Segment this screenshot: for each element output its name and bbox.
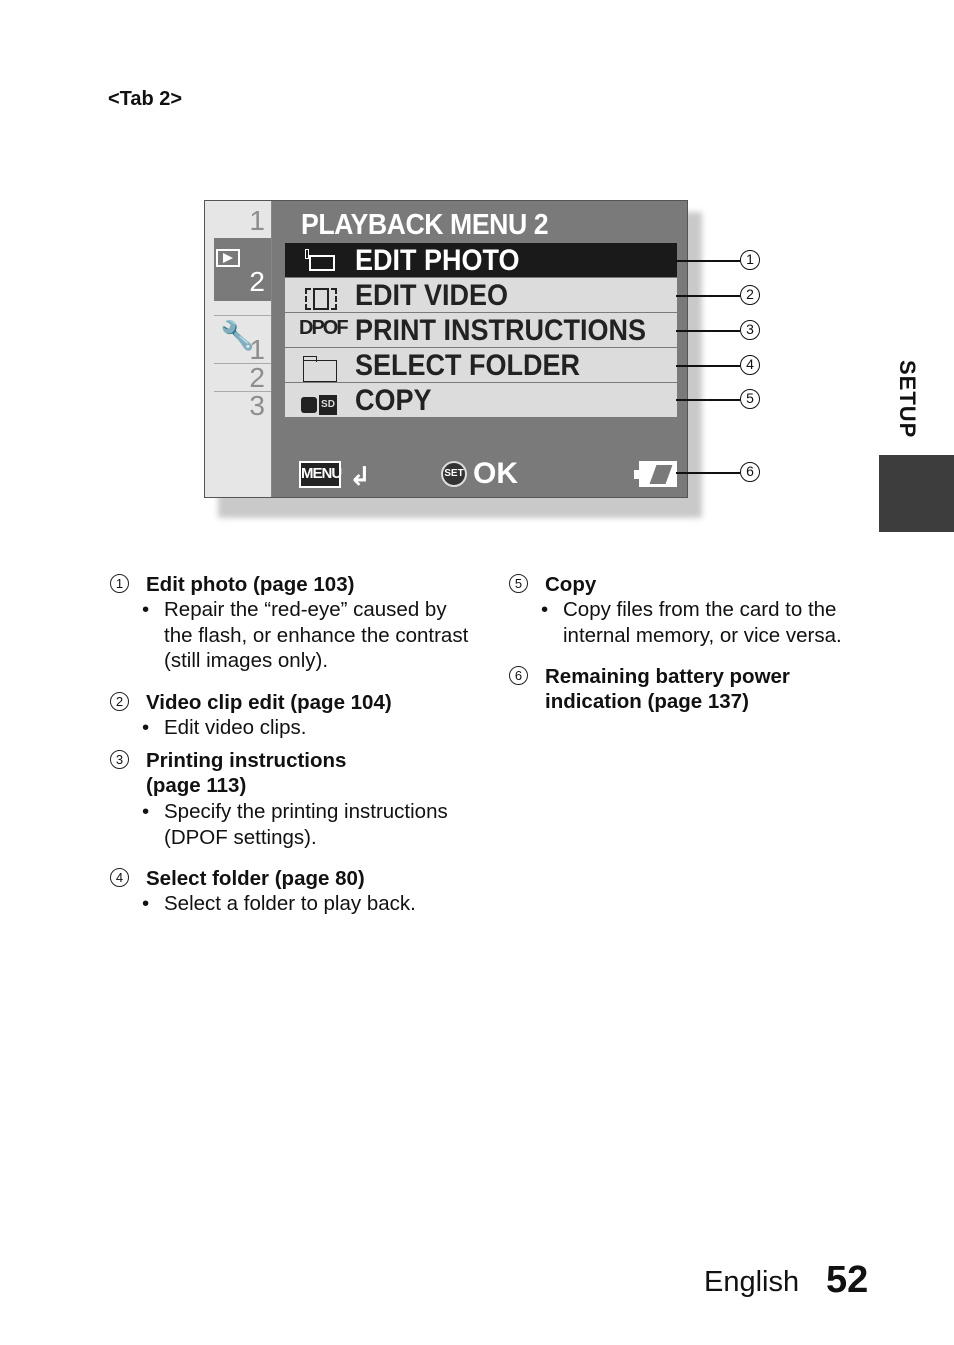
edit-video-icon [299,284,339,310]
menu-tabs-column: 1 2 🔧 1 2 3 [205,201,272,497]
wrench-icon: 🔧 [220,320,255,351]
menu-item-copy[interactable]: SD COPY [285,383,677,417]
screen-bottom-bar: MENU ↲ SET OK [299,457,683,493]
callout-line-4 [676,365,740,367]
tab-setup-1[interactable]: 🔧 1 [214,315,271,364]
battery-icon [634,461,677,487]
menu-list: EDIT PHOTO EDIT VIDEO DPOF PRINT INSTRUC… [285,243,677,418]
tab-heading: <Tab 2> [108,88,183,110]
menu-item-edit-video[interactable]: EDIT VIDEO [285,278,677,312]
callout-line-2 [676,295,740,297]
callout-line-5 [676,399,740,401]
menu-button-icon[interactable]: MENU [299,461,342,488]
callout-1: 1 [740,250,760,270]
menu-item-select-folder[interactable]: SELECT FOLDER [285,348,677,382]
callout-line-6 [676,472,740,474]
callout-2: 2 [740,285,760,305]
page-number: 52 [826,1259,869,1301]
tab-playback-2[interactable]: 2 [214,238,271,301]
folder-icon [299,354,339,382]
tab-setup-2[interactable]: 2 [214,363,271,392]
side-tab-block [879,455,954,532]
callout-line-3 [676,330,740,332]
set-button-icon[interactable]: SET [441,461,467,487]
footer-language: English [704,1266,800,1298]
playback-icon [216,249,240,267]
callout-3: 3 [740,320,760,340]
menu-item-edit-photo[interactable]: EDIT PHOTO [285,243,677,277]
menu-title: PLAYBACK MENU 2 [301,209,549,241]
callout-line-1 [676,260,740,262]
dpof-icon: DPOF [299,317,349,339]
return-icon: ↲ [349,461,371,491]
camera-screen: 1 2 🔧 1 2 3 PLAYBACK MENU 2 EDIT PHOTO [204,200,688,498]
copy-icon: SD [299,389,339,415]
tab-1[interactable]: 1 [249,205,265,236]
ok-label: OK [473,457,518,490]
callout-4: 4 [740,355,760,375]
side-tab-label: SETUP [895,360,920,439]
tab-setup-3[interactable]: 3 [214,391,271,420]
menu-item-print-instructions[interactable]: DPOF PRINT INSTRUCTIONS [285,313,677,347]
callout-6: 6 [740,462,760,482]
edit-photo-icon [299,249,339,273]
callout-5: 5 [740,389,760,409]
